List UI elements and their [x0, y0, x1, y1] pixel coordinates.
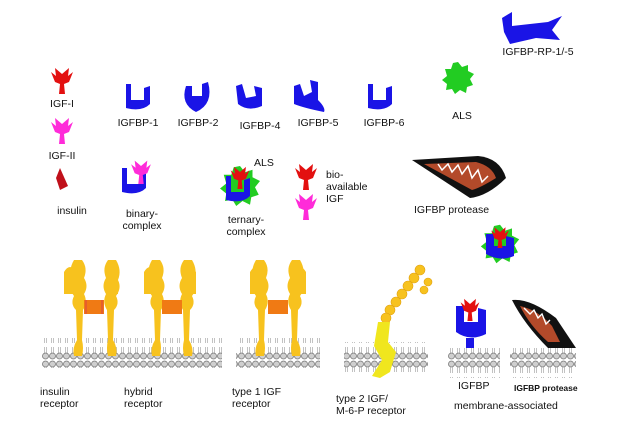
label-insulin: insulin	[57, 205, 87, 217]
igf1-icon	[51, 68, 73, 94]
als-icon	[442, 62, 474, 94]
insulin-receptor-icon	[64, 260, 120, 356]
bioavailable-igf1-icon	[295, 164, 317, 190]
cleaved-complex-icon	[480, 224, 520, 264]
type1-igf-receptor-icon	[250, 260, 306, 356]
binary-complex-icon	[122, 160, 151, 194]
label-binary-complex: binary- complex	[122, 208, 162, 232]
label-type2-receptor: type 2 IGF/ M-6-P receptor	[336, 393, 406, 417]
igfbp-protease-icon	[412, 156, 506, 198]
bioavailable-igf2-icon	[295, 194, 317, 220]
type2-igf-receptor-icon	[372, 264, 433, 378]
label-membrane-protease: IGFBP protease	[514, 383, 578, 393]
igfbp-rp-icon	[502, 12, 562, 44]
label-igfbp5: IGFBP-5	[297, 117, 339, 129]
igfbp2-icon	[184, 82, 210, 112]
igfbp6-icon	[368, 84, 392, 110]
membrane-type1	[236, 338, 320, 368]
insulin-icon	[56, 168, 68, 190]
igfbp1-icon	[126, 84, 150, 110]
membrane-igfbp-icon	[456, 298, 486, 348]
label-igfbp1: IGFBP-1	[117, 117, 159, 129]
membrane-protease-icon	[512, 299, 576, 348]
label-igf2: IGF-II	[48, 150, 76, 162]
label-membrane-associated: membrane-associated	[454, 400, 558, 412]
label-igfbp4: IGFBP-4	[239, 120, 281, 132]
label-igfbp-protease: IGFBP protease	[414, 204, 490, 216]
igfbp5-icon	[294, 80, 325, 112]
label-ternary-als: ALS	[254, 157, 274, 169]
label-als: ALS	[452, 110, 472, 122]
label-ternary-complex: ternary- complex	[226, 214, 266, 238]
ternary-complex-icon	[220, 166, 260, 206]
igfbp4-icon	[236, 84, 262, 109]
label-insulin-receptor: insulin receptor	[40, 386, 79, 410]
label-type1-receptor: type 1 IGF receptor	[232, 386, 282, 410]
hybrid-receptor-icon	[144, 260, 196, 356]
membrane-protease	[510, 348, 576, 378]
igf2-icon	[51, 118, 73, 144]
membrane-igfbp	[448, 348, 500, 378]
label-igfbp6: IGFBP-6	[363, 117, 405, 129]
label-hybrid-receptor: hybrid receptor	[124, 386, 163, 410]
label-membrane-igfbp: IGFBP	[458, 380, 490, 392]
label-igfbp-rp: IGFBP-RP-1/-5	[502, 46, 574, 58]
label-bioavailable: bio- available IGF	[326, 169, 368, 205]
label-igfbp2: IGFBP-2	[177, 117, 219, 129]
membrane-hybrid	[124, 338, 222, 368]
label-igf1: IGF-I	[50, 98, 74, 110]
